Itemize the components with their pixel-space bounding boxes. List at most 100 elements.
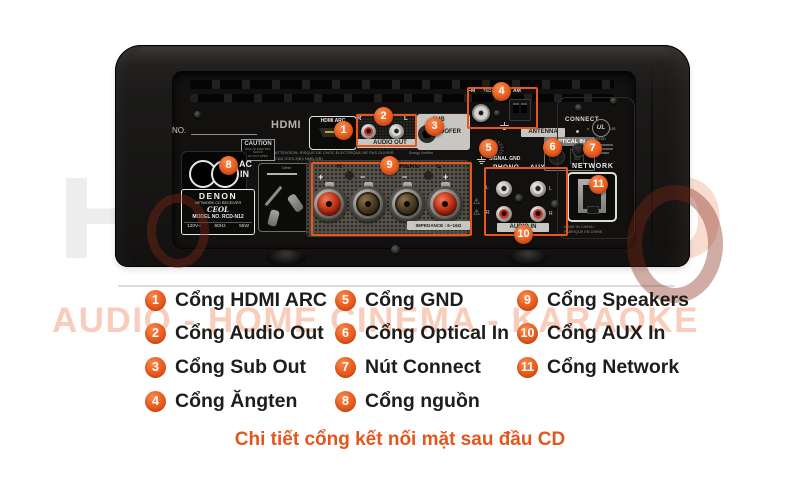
audio-out-l-label: L <box>404 116 408 122</box>
phono-left-jack <box>496 181 512 197</box>
speakers-title: SPEAKERS <box>380 163 420 170</box>
speaker-post-l-plus <box>427 186 463 222</box>
legend-item-4: 4 Cổng Ăngten <box>145 389 297 413</box>
speaker-post-l-minus <box>389 186 425 222</box>
wire-diagram: 10mm <box>258 163 315 232</box>
attention-line2: CAN ICES-3(B)/ NMB-3(B) <box>275 156 323 161</box>
callout-2-audio-out: 2 <box>374 107 393 126</box>
caption-text: Chi tiết cổng kết nối mặt sau đầu CD <box>234 429 566 450</box>
vent-grille <box>190 94 614 102</box>
legend-label: Cổng Network <box>547 356 680 378</box>
ohm-label: 75Ω <box>483 88 492 93</box>
rj45-tab <box>587 206 599 214</box>
legend-number-badge: 8 <box>335 390 356 412</box>
device-top-edge <box>133 47 672 61</box>
hdmi-contacts <box>325 131 341 133</box>
legend-label: Cổng Speakers <box>547 289 689 311</box>
divider-line <box>118 285 675 287</box>
legend-item-8: 8 Cổng nguồn <box>335 389 480 413</box>
audio-out-left-jack <box>389 124 404 139</box>
device-foot <box>266 250 306 266</box>
energy-verified-mark: Energy Verified <box>409 151 433 155</box>
impedance-label: IMPEDANCE : 6~16Ω <box>407 221 470 230</box>
legend-label: Cổng GND <box>365 289 464 311</box>
ul-listed-label: LISTED <box>593 137 606 141</box>
callout-5-gnd: 5 <box>479 139 498 158</box>
made-in-line2: FABRIQUE EN CHINE <box>564 230 603 234</box>
frequency: 60Hz <box>214 224 226 229</box>
network-label: NETWORK <box>572 163 614 170</box>
legend-number-badge: 7 <box>335 356 356 378</box>
am-antenna-terminal <box>509 99 531 121</box>
legend-item-9: 9 Cổng Speakers <box>517 288 689 312</box>
connect-screw <box>575 104 582 111</box>
legend-label: Cổng Sub Out <box>175 356 307 378</box>
aux-l-mark: L <box>549 186 552 192</box>
phono-r-mark: R <box>486 210 490 216</box>
plate-bolt <box>424 171 433 180</box>
hdmi-arc-port <box>319 128 347 137</box>
terminal-minus-2: − <box>402 172 408 182</box>
speaker-post-r-minus <box>350 186 386 222</box>
panel-screw <box>610 97 617 104</box>
plate-bolt <box>345 171 354 180</box>
legend-item-11: 11 Cổng Network <box>517 355 679 379</box>
legend-item-7: 7 Nút Connect <box>335 355 481 379</box>
am-terminal-slot <box>513 103 519 113</box>
callout-7-connect: 7 <box>583 139 602 158</box>
callout-10-aux-in: 10 <box>514 225 533 244</box>
legend-item-1: 1 Cổng HDMI ARC <box>145 288 327 312</box>
attention-line1: ATTENTION: RISQUE DE CHOC ELECTRIQUE-NE … <box>275 150 395 155</box>
aux-r-mark: R <box>549 211 553 217</box>
wire-art <box>264 185 283 207</box>
network-port-box <box>567 172 617 222</box>
legend-item-3: 3 Cổng Sub Out <box>145 355 306 379</box>
legend-label: Cổng nguồn <box>365 390 480 412</box>
speakers-l-label: L <box>437 163 442 170</box>
legend-item-10: 10 Cổng AUX In <box>517 321 665 345</box>
caution-title: CAUTION <box>244 141 272 147</box>
rating-label: DENON NETWORK CD RECEIVER CEOL MODEL NO.… <box>181 189 255 235</box>
terminal-minus-1: − <box>360 172 366 182</box>
legend-label: Cổng AUX In <box>547 322 666 344</box>
terminal-plus-1: + <box>318 172 324 182</box>
ul-c-mark: c <box>587 126 589 131</box>
legend-label: Cổng Audio Out <box>175 322 324 344</box>
warning-icon: ⚠ <box>473 197 481 206</box>
ul-us-mark: US <box>610 126 616 131</box>
legend-number-badge: 11 <box>517 356 538 378</box>
caution-label: CAUTION RISK OF ELECTRIC SHOCK DO NOT OP… <box>241 139 275 161</box>
optical-in-label: OPTICAL IN <box>545 138 594 146</box>
connect-label: CONNECT <box>565 116 600 123</box>
ground-symbol <box>477 156 486 165</box>
warning-icon: ⚠ <box>473 208 481 217</box>
ac-in-label-1: AC <box>239 159 252 169</box>
antenna-label: ANTENNA <box>521 128 565 137</box>
am-terminal-slot <box>521 103 527 113</box>
bottom-screw <box>391 245 400 254</box>
callout-1-hdmi-arc: 1 <box>334 121 353 140</box>
aux-left-jack <box>530 181 546 197</box>
vent-grille <box>190 80 614 89</box>
speakers-r-label: R <box>337 163 343 170</box>
voltage: 120V~ <box>187 224 202 229</box>
legend-number-badge: 4 <box>145 390 166 412</box>
legend-item-5: 5 Cổng GND <box>335 288 464 312</box>
callout-3-sub-out: 3 <box>425 117 444 136</box>
audio-out-r-label: R <box>357 116 362 122</box>
device-corner-seam <box>651 60 653 256</box>
antenna-screw <box>494 110 500 116</box>
serial-no-line <box>191 134 257 135</box>
signal-gnd-label: SIGNAL GND <box>489 156 521 162</box>
phono-l-mark: L <box>486 185 489 191</box>
am-label: AM <box>513 88 521 94</box>
legend-number-badge: 9 <box>517 289 538 311</box>
connect-led <box>576 130 579 133</box>
legend-number-badge: 10 <box>517 322 538 344</box>
made-in-line1: MADE IN CHINA / <box>564 225 595 229</box>
legend-label: Cổng Ăngten <box>175 390 298 412</box>
ceol-logo: CEOL <box>207 205 229 214</box>
ul-mark: UL <box>592 119 610 137</box>
model-number: MODEL NO. RCD-N12 <box>192 214 244 220</box>
